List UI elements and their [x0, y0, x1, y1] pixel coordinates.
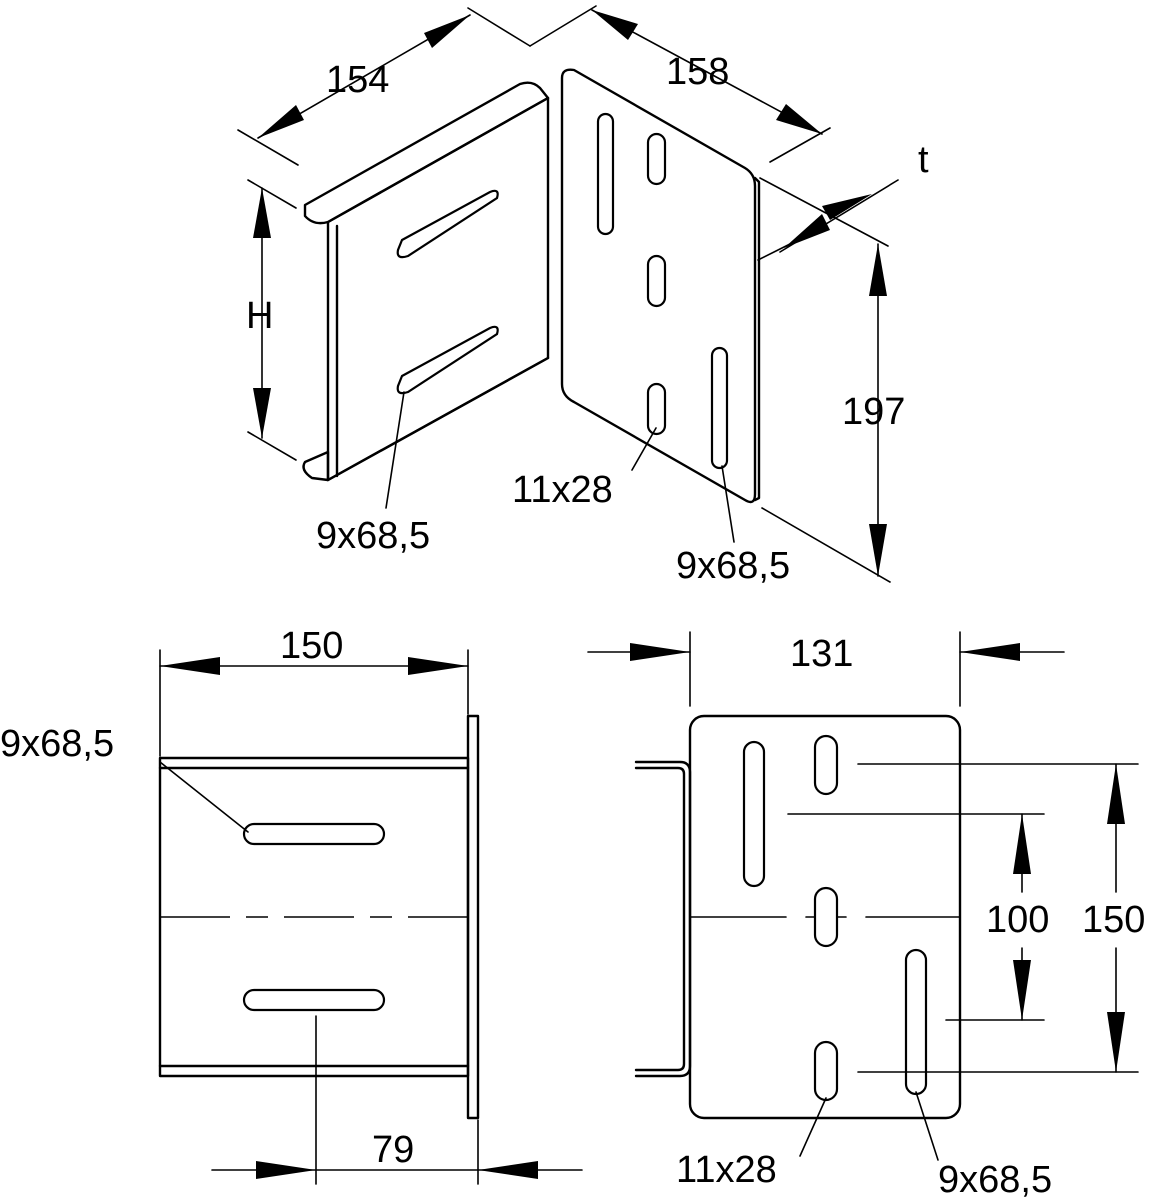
dim-h-label: H [246, 295, 273, 337]
isometric-view: 154 158 t H 197 9x68,5 11x28 9x6 [237, 5, 929, 587]
leader-channel-slot [385, 391, 405, 509]
dim-side-150-arrow-left [160, 657, 220, 675]
channel-web [326, 96, 550, 482]
dim-154-arrow-left [258, 105, 304, 138]
leader-plate-hole [631, 427, 657, 471]
plate-slot-long-left [596, 112, 615, 236]
front-hole-bottom [813, 1040, 839, 1102]
dim-t-label: t [918, 139, 929, 181]
channel-bottom-edge [326, 356, 550, 482]
dim-t-arrow-upper [822, 194, 872, 220]
dim-197-ext-bottom [761, 507, 891, 583]
dim-h-ext-top [247, 179, 297, 209]
plate-slot-long-right [710, 346, 729, 470]
dim-158-arrow-bottom [776, 104, 822, 134]
dim-131-label: 131 [790, 633, 853, 675]
leader-front-slot [915, 1091, 939, 1161]
leader-side-slot [159, 761, 249, 833]
side-slot-upper [242, 822, 386, 846]
dim-front-150-label: 150 [1082, 899, 1145, 941]
dim-197-label: 197 [842, 391, 905, 433]
dim-158-ext-left [529, 5, 597, 47]
dim-100-label: 100 [986, 899, 1049, 941]
channel-top-flange [303, 81, 550, 225]
dim-100-arrow-bottom [1013, 960, 1031, 1020]
front-channel-profile [634, 760, 692, 1078]
channel-slot-lower [396, 325, 499, 395]
side-view: 150 9x68,5 79 [0, 625, 583, 1185]
channel-bottom-flange [302, 450, 330, 482]
dim-side-150-label: 150 [280, 625, 343, 667]
dim-t-ext-outer [759, 177, 889, 247]
plate-hole-1 [646, 132, 667, 186]
front-hole-middle [813, 886, 839, 948]
dim-h-arrow-bottom [253, 388, 271, 438]
label-front-hole: 11x28 [676, 1149, 777, 1191]
dim-158-label: 158 [666, 51, 729, 93]
dim-front-150-arrow-top [1107, 764, 1125, 824]
dim-t-ext-inner [757, 243, 791, 261]
dim-t-arrow-lower [784, 214, 830, 248]
leader-plate-slot [721, 465, 735, 543]
dim-79-arrow-left [256, 1161, 316, 1179]
dim-h-ext-bottom [247, 431, 297, 461]
plate-thickness-edge [753, 176, 761, 502]
dim-154-arrow-right [424, 15, 470, 48]
side-plate [466, 714, 480, 1120]
dim-158-arrow-top [592, 10, 638, 40]
dim-131-arrow-left [630, 643, 690, 661]
side-slot-lower [242, 988, 386, 1012]
front-hole-top [813, 734, 839, 796]
front-slot-long-left [742, 740, 766, 888]
dim-front-150-arrow-bottom [1107, 1012, 1125, 1072]
dim-197-arrow-bottom [869, 524, 887, 576]
label-plate-hole: 11x28 [512, 469, 613, 511]
dim-154-label: 154 [326, 59, 389, 101]
dim-79-arrow-right [478, 1161, 538, 1179]
plate-hole-2 [646, 254, 667, 308]
label-side-slot: 9x68,5 [0, 723, 114, 765]
dim-h-arrow-top [253, 188, 271, 238]
plate-face [560, 68, 757, 504]
dim-100-arrow-top [1013, 814, 1031, 874]
dim-79-label: 79 [372, 1129, 414, 1171]
label-channel-slot: 9x68,5 [316, 515, 430, 557]
dim-131-arrow-right [960, 643, 1020, 661]
label-front-slot: 9x68,5 [938, 1159, 1052, 1200]
dim-side-150-arrow-right [408, 657, 468, 675]
dim-154-ext-left [237, 129, 299, 166]
leader-front-hole [799, 1097, 827, 1157]
dim-197-arrow-top [869, 244, 887, 296]
front-view: 131 100 150 11x28 9x68,5 [587, 631, 1145, 1200]
label-plate-slot: 9x68,5 [676, 545, 790, 587]
dim-154-ext-right [467, 7, 531, 47]
plate-hole-3 [646, 382, 667, 436]
channel-slot-upper [396, 189, 499, 259]
